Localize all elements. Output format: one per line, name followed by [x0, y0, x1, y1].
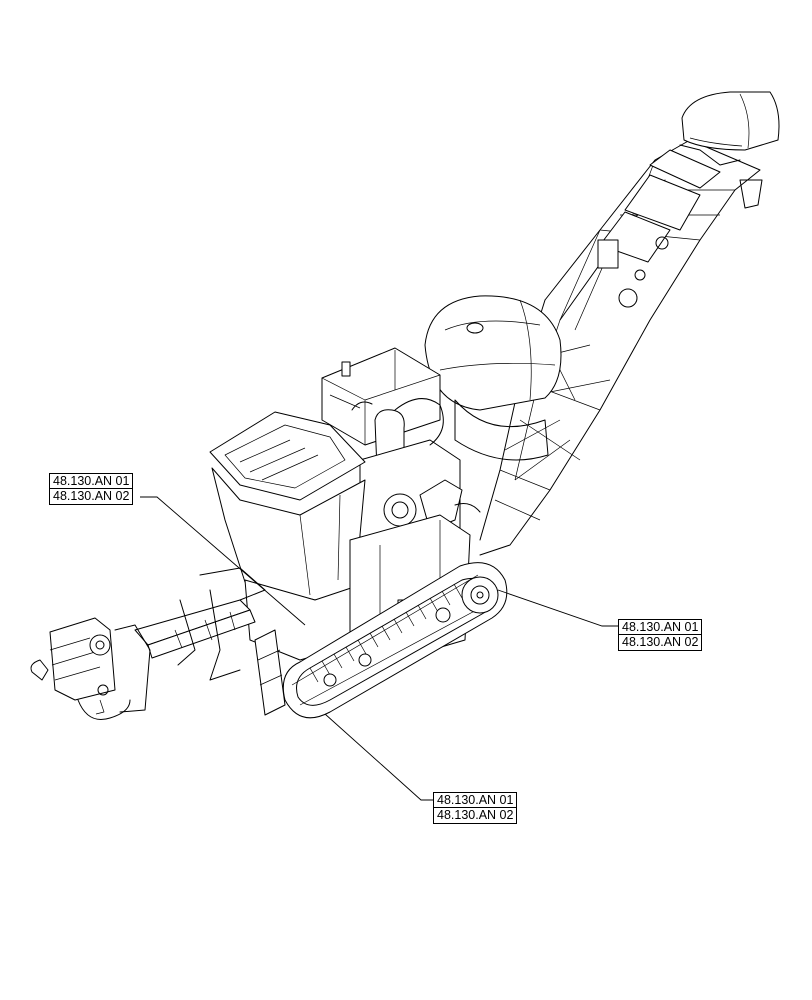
callout-label-right: 48.130.AN 01 48.130.AN 02 [618, 619, 703, 651]
callout-ref-1: 48.130.AN 01 [49, 473, 134, 489]
callout-ref-1: 48.130.AN 01 [433, 792, 518, 808]
crawler-track [282, 562, 508, 719]
leader-lines [140, 496, 618, 801]
callout-label-upper-left: 48.130.AN 01 48.130.AN 02 [49, 473, 134, 505]
callout-ref-2: 48.130.AN 02 [618, 635, 703, 651]
callout-label-bottom: 48.130.AN 01 48.130.AN 02 [433, 792, 518, 824]
base-cutter [30, 617, 151, 720]
elevator-boom [479, 91, 780, 556]
callout-ref-1: 48.130.AN 01 [618, 619, 703, 635]
callout-ref-2: 48.130.AN 02 [433, 808, 518, 824]
callout-ref-2: 48.130.AN 02 [49, 489, 134, 505]
front-arm [134, 567, 286, 716]
extractor-dome [424, 295, 562, 461]
